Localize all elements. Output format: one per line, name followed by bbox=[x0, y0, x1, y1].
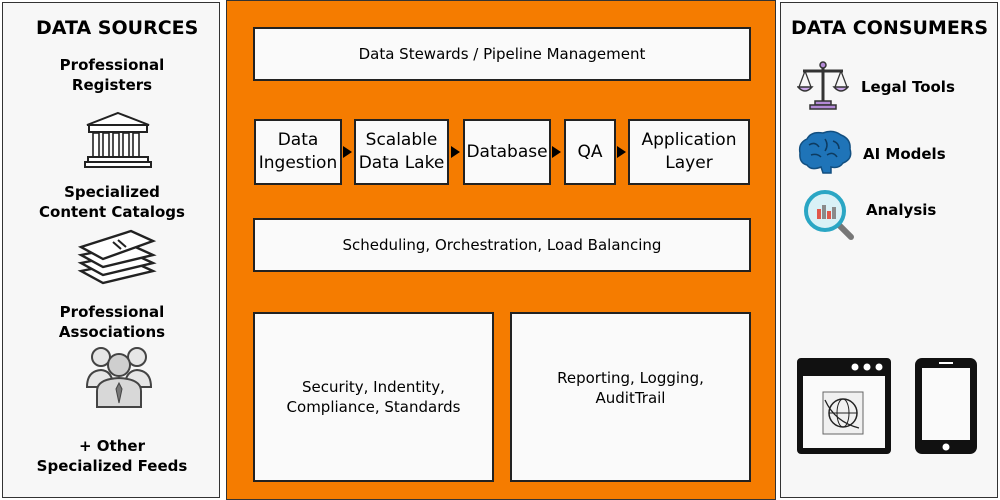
source-professional-registers: Professional Registers bbox=[3, 55, 221, 95]
source-content-catalogs: Specialized Content Catalogs bbox=[3, 182, 221, 222]
flow-arrow bbox=[343, 146, 352, 158]
pipeline-panel: Data Stewards / Pipeline Management Data… bbox=[226, 0, 776, 500]
courthouse-icon bbox=[84, 111, 152, 168]
data-consumers-panel: DATA CONSUMERS Legal Tools AI Models Ana… bbox=[780, 2, 998, 498]
source-label-line: Associations bbox=[58, 323, 166, 341]
source-professional-associations: Professional Associations bbox=[3, 302, 221, 342]
flow-step-label: Data bbox=[277, 130, 319, 150]
flow-arrow bbox=[451, 146, 460, 158]
data-stewards-bar: Data Stewards / Pipeline Management bbox=[253, 27, 751, 81]
scales-icon bbox=[797, 61, 849, 110]
security-box-label: Security, Indentity, bbox=[302, 378, 445, 396]
security-compliance-box: Security, Indentity, Compliance, Standard… bbox=[253, 312, 494, 482]
flow-arrow bbox=[617, 146, 626, 158]
reporting-box-label: Reporting, Logging, bbox=[557, 369, 704, 387]
flow-arrow bbox=[552, 146, 561, 158]
flow-step-label: Database bbox=[466, 141, 548, 162]
consumer-legal-tools: Legal Tools bbox=[861, 78, 955, 96]
source-label-line: Specialized bbox=[64, 183, 160, 201]
flow-step-qa: QA bbox=[564, 119, 616, 185]
flow-step-label: Layer bbox=[665, 153, 713, 173]
consumer-ai-models: AI Models bbox=[863, 145, 946, 163]
flow-step-label: Data Lake bbox=[358, 153, 445, 173]
orchestration-bar: Scheduling, Orchestration, Load Balancin… bbox=[253, 218, 751, 272]
flow-step-label: Scalable bbox=[365, 130, 438, 150]
security-box-label: Compliance, Standards bbox=[286, 398, 461, 416]
brain-icon bbox=[798, 130, 852, 174]
consumer-analysis: Analysis bbox=[866, 201, 937, 219]
people-icon bbox=[85, 347, 153, 408]
magnifier-chart-icon bbox=[804, 190, 854, 240]
source-label-line: Specialized Feeds bbox=[36, 457, 188, 475]
data-sources-panel: DATA SOURCES Professional Registers Spec… bbox=[2, 2, 220, 498]
source-label-line: Professional bbox=[59, 56, 165, 74]
tablet-icon bbox=[915, 358, 977, 454]
source-label-line: Content Catalogs bbox=[39, 203, 185, 221]
browser-window-icon bbox=[797, 358, 891, 454]
source-label-line: + Other bbox=[79, 437, 145, 455]
document-stack-icon bbox=[77, 229, 157, 285]
flow-step-label: QA bbox=[577, 141, 603, 162]
source-other-feeds: + Other Specialized Feeds bbox=[3, 436, 221, 476]
flow-step-database: Database bbox=[463, 119, 551, 185]
source-label-line: Registers bbox=[71, 76, 153, 94]
reporting-logging-box: Reporting, Logging, AuditTrail bbox=[510, 312, 751, 482]
data-sources-heading: DATA SOURCES bbox=[36, 17, 199, 39]
data-consumers-heading: DATA CONSUMERS bbox=[791, 17, 989, 39]
reporting-box-label: AuditTrail bbox=[595, 389, 666, 407]
source-label-line: Professional bbox=[59, 303, 165, 321]
flow-step-label: Ingestion bbox=[258, 153, 338, 173]
flow-step-label: Application bbox=[641, 130, 737, 150]
